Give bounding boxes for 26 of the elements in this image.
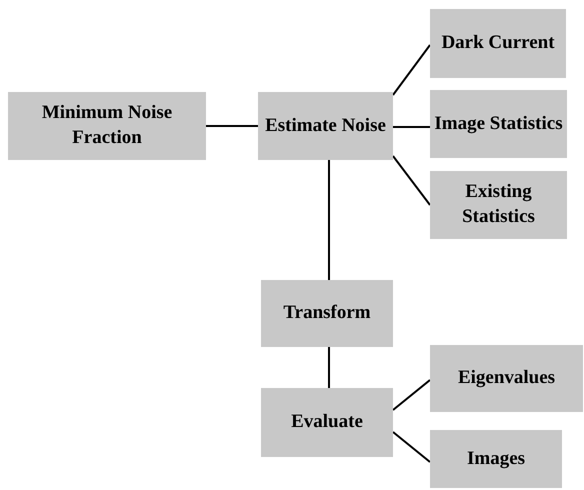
box-label: Dark Current (441, 31, 555, 56)
box-label: Eigenvalues (458, 366, 556, 390)
process-box (430, 171, 567, 239)
process-box (258, 92, 393, 160)
connector-line (392, 379, 431, 411)
connector-line (392, 431, 431, 463)
connector-line (328, 160, 330, 280)
process-box (430, 430, 562, 488)
process-box (261, 280, 393, 347)
box-label: Transform (283, 301, 371, 326)
box-label: Existing Statistics (461, 180, 536, 229)
connector-line (392, 44, 431, 96)
process-box (430, 9, 566, 78)
box-label: Minimum Noise Fraction (40, 101, 174, 150)
process-box (8, 92, 206, 160)
box-label: Image Statistics (434, 112, 563, 136)
process-box (430, 90, 567, 158)
box-label: Evaluate (291, 410, 363, 434)
connector-line (393, 126, 430, 128)
process-box (261, 388, 393, 457)
box-label: Estimate Noise (265, 114, 386, 138)
process-box (430, 345, 583, 412)
connector-line (328, 347, 330, 388)
connector-line (392, 155, 431, 206)
connector-line (206, 125, 258, 127)
box-label: Images (466, 446, 526, 471)
